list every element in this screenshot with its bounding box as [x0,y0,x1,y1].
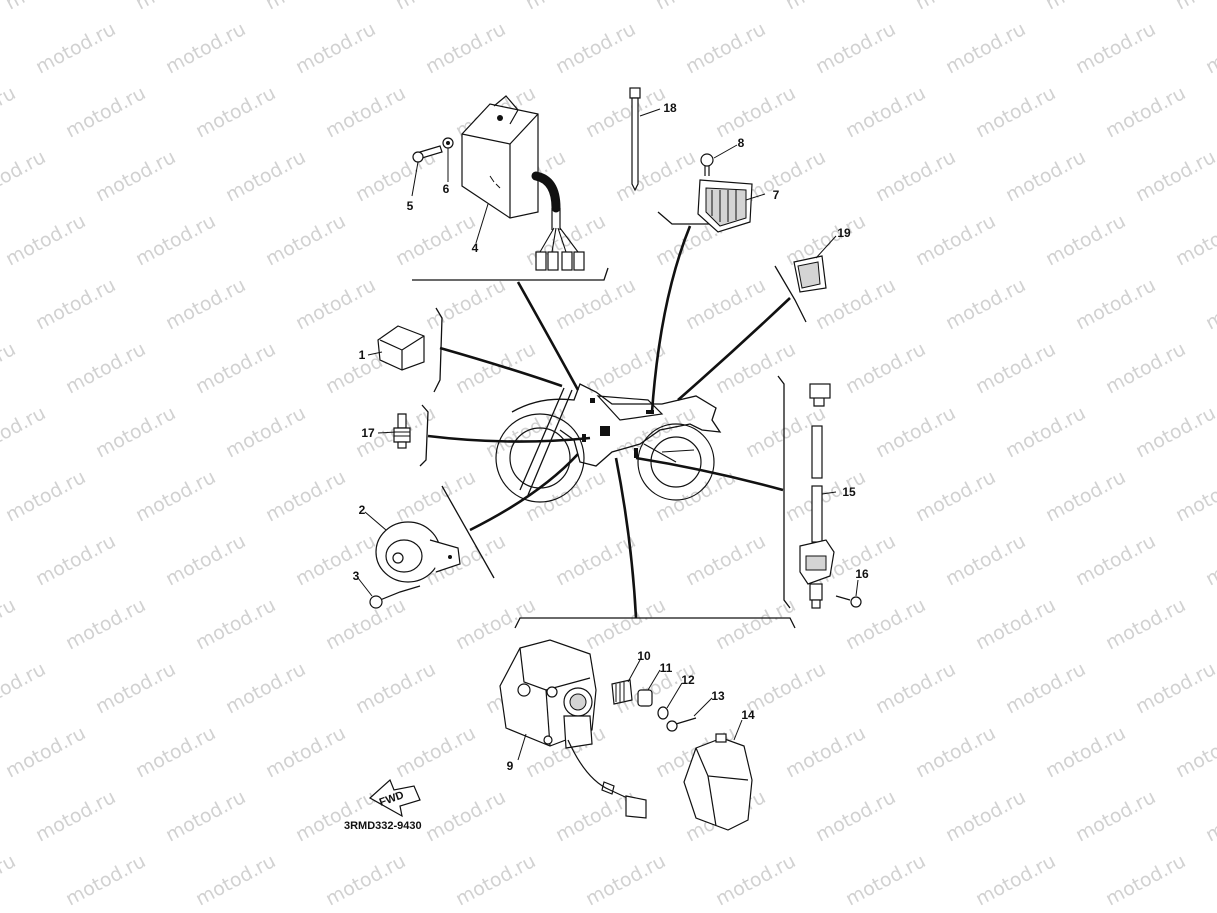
fwd-arrow: FWD [368,778,421,818]
callout-3: 3 [353,569,360,583]
cable-tie-part [629,87,641,192]
callout-4: 4 [472,241,479,255]
sensor-assembly-part [799,383,862,609]
document-code: 3RMD332-9430 [344,820,422,832]
callout-13: 13 [711,689,725,703]
callout-17: 17 [361,426,375,440]
callout-5: 5 [407,199,414,213]
callout-19: 19 [837,226,851,240]
starter-motor-part [499,639,753,831]
callout-2: 2 [359,503,366,517]
group-leader-lines [427,225,791,619]
relay-part [793,255,827,293]
callout-8: 8 [738,136,745,150]
group-brackets [412,211,807,629]
horn-part [369,521,461,609]
callout-1: 1 [359,348,366,362]
motorcycle-silhouette [495,383,722,503]
callout-18: 18 [663,101,677,115]
flasher-relay-part [377,325,425,371]
callout-7: 7 [773,188,780,202]
callout-12: 12 [681,673,695,687]
callout-11: 11 [660,661,673,675]
callout-9: 9 [507,759,514,773]
callout-6: 6 [443,182,450,196]
callout-10: 10 [637,649,651,663]
neutral-switch-part [393,413,411,449]
callout-15: 15 [842,485,856,499]
callout-16: 16 [855,567,869,581]
callout-leaders [357,108,859,761]
callout-labels: 1 2 3 4 5 6 7 8 9 10 11 12 13 14 15 16 1… [353,101,869,773]
cdi-unit-part [412,95,585,271]
callout-14: 14 [741,708,755,722]
rectifier-part [697,153,753,233]
